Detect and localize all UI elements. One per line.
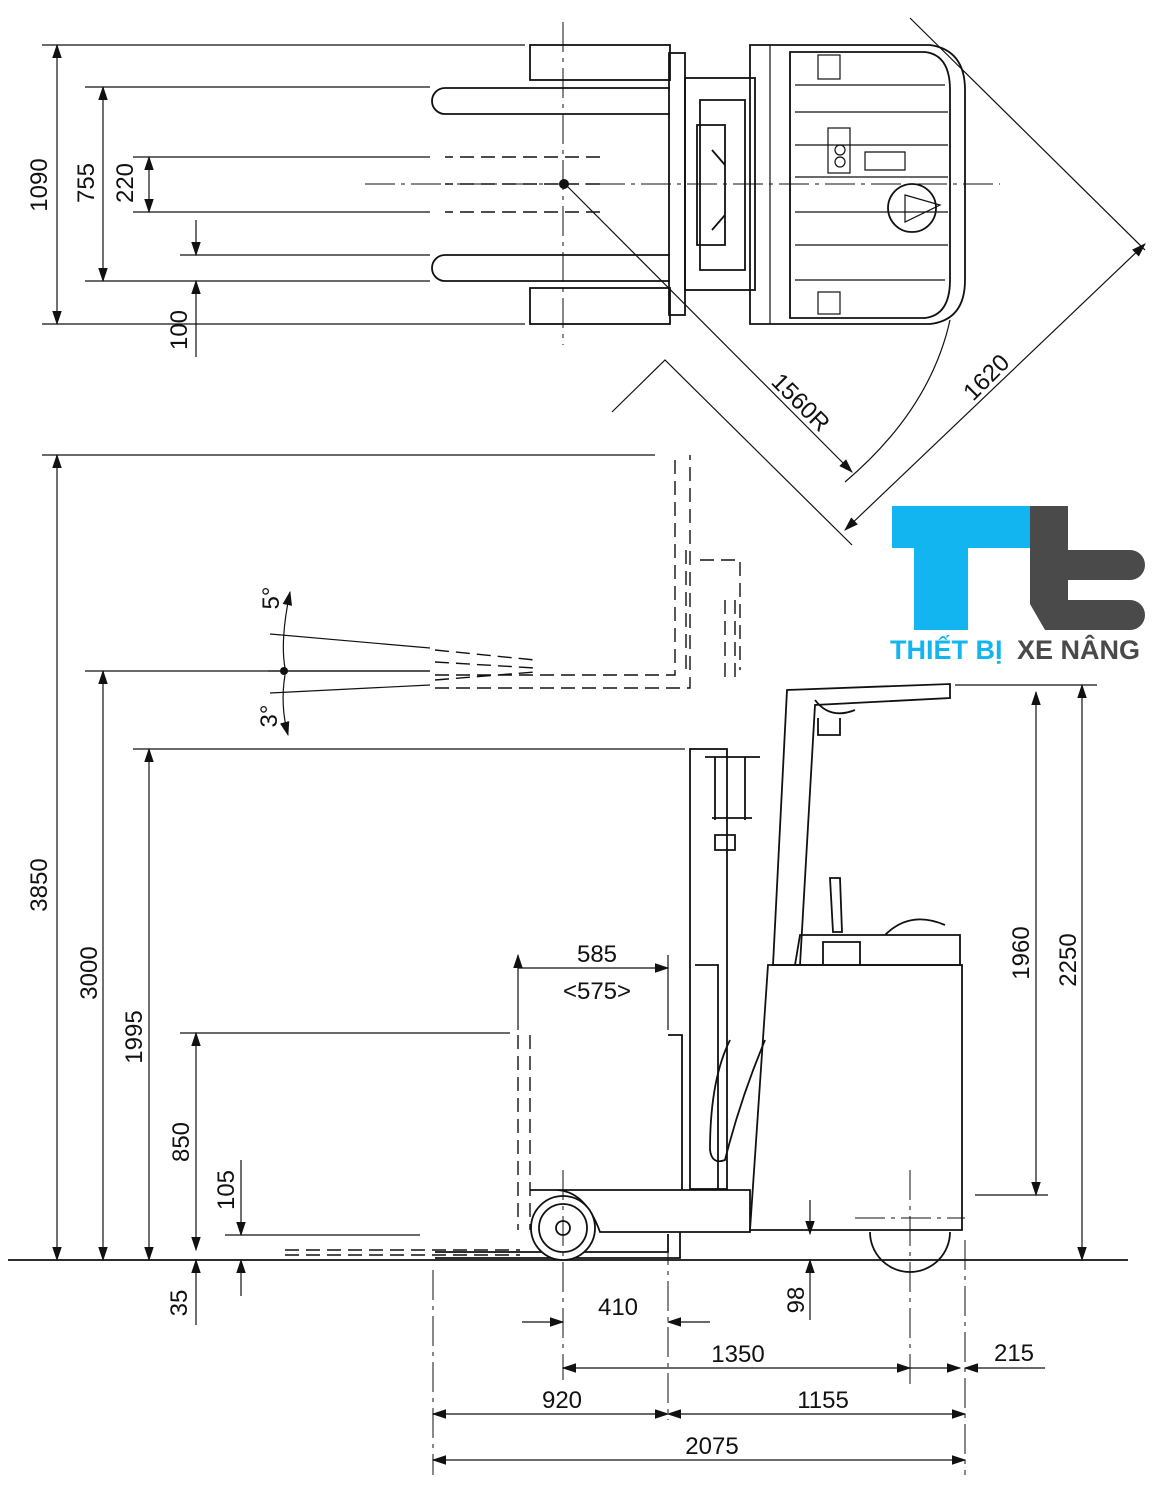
- dim-lowered-mast-height: 1995: [121, 1010, 148, 1063]
- dim-turning-radius: 1560R: [766, 368, 835, 437]
- dim-right-angle-stack: 1620: [958, 349, 1015, 406]
- dim-reach-stroke: 585: [577, 941, 617, 968]
- dim-fork-spread: 755: [73, 163, 100, 203]
- dim-free-lift: 850: [168, 1122, 195, 1162]
- dim-max-lift-height: 3850: [26, 858, 53, 911]
- side-view: 5° 3° 3850 3000 1995 850 105 35 585 <575…: [8, 453, 1128, 1475]
- logo-text-part1: THIẾT BỊ: [890, 634, 1003, 665]
- top-view: 1090 755 220 100 1560R 1620: [26, 17, 1146, 546]
- dim-front-overhang: 410: [598, 1294, 638, 1321]
- dim-overhead-guard-height: 2250: [1055, 933, 1082, 986]
- dim-fork-inner: 220: [112, 163, 139, 203]
- dim-fork-height-105: 105: [213, 1170, 240, 1210]
- dim-reach-stroke-alt: <575>: [563, 978, 631, 1005]
- dim-rear-overhang: 215: [994, 1340, 1034, 1367]
- brand-logo: THIẾT BỊ XE NÂNG: [890, 506, 1145, 665]
- logo-text-part2: XE NÂNG: [1017, 634, 1140, 665]
- dim-overall-width: 1090: [26, 158, 53, 211]
- dim-fork-width: 100: [166, 310, 193, 350]
- dim-platform-height: 1960: [1008, 926, 1035, 979]
- dim-overall-length: 2075: [685, 1433, 738, 1460]
- dim-body-length: 1155: [797, 1387, 849, 1414]
- dim-fork-thickness: 35: [166, 1290, 193, 1317]
- dim-fork-to-face: 920: [542, 1387, 582, 1414]
- dim-wheelbase: 1350: [711, 1341, 764, 1368]
- dim-ground-clearance: 98: [783, 1287, 810, 1314]
- dim-tilt-backward: 3°: [256, 705, 283, 728]
- dim-tilt-forward: 5°: [258, 587, 285, 610]
- dim-lift-height: 3000: [76, 946, 103, 999]
